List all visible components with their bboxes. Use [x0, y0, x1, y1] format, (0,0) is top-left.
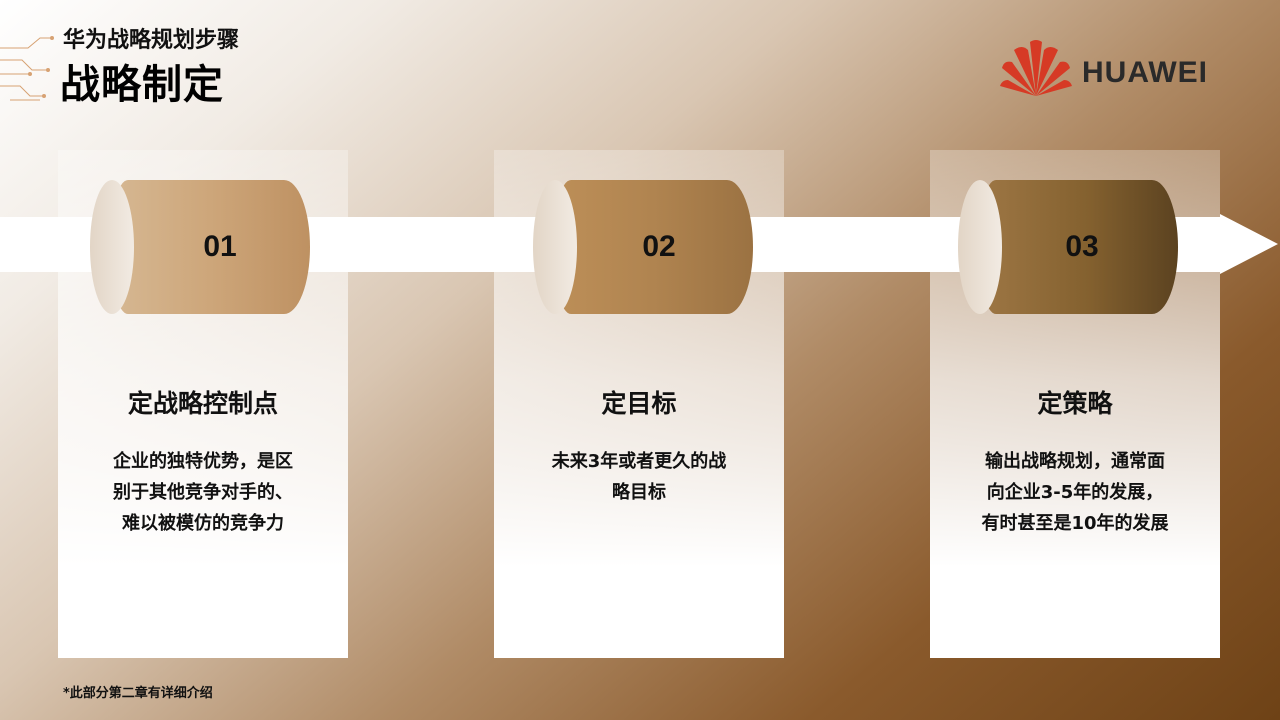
step-description-line: 略目标 — [612, 482, 666, 503]
step-title-2: 定目标 — [601, 389, 677, 418]
step-description-3: 输出战略规划，通常面 向企业3-5年的发展， 有时甚至是10年的发展 — [930, 446, 1220, 539]
step-description-2: 未来3年或者更久的战 略目标 — [494, 446, 784, 508]
step-title-1: 定战略控制点 — [127, 389, 278, 418]
huawei-logo-text: HUAWEI — [1082, 56, 1208, 89]
step-number-3: 03 — [1065, 230, 1099, 263]
page-subtitle: 华为战略规划步骤 — [63, 28, 240, 53]
step-description-line: 难以被模仿的竞争力 — [122, 513, 284, 534]
footnote: *此部分第二章有详细介绍 — [63, 686, 213, 701]
step-cylinder-3 — [958, 180, 1178, 314]
step-number-1: 01 — [203, 230, 237, 263]
circuit-lines-decoration — [0, 36, 54, 101]
huawei-petal-icon — [1000, 40, 1072, 96]
step-description-line: 企业的独特优势，是区 — [113, 451, 293, 472]
step-description-line: 未来3年或者更久的战 — [551, 451, 727, 472]
step-cylinder-2 — [533, 180, 753, 314]
step-title-3: 定策略 — [1037, 389, 1113, 418]
step-number-2: 02 — [642, 230, 676, 263]
step-description-1: 企业的独特优势，是区 别于其他竞争对手的、 难以被模仿的竞争力 — [58, 446, 348, 539]
step-cylinder-1 — [90, 180, 310, 314]
step-description-line: 别于其他竞争对手的、 — [113, 482, 293, 503]
page-title: 战略制定 — [60, 62, 224, 108]
step-description-line: 有时甚至是10年的发展 — [981, 513, 1169, 534]
step-description-line: 输出战略规划，通常面 — [985, 451, 1165, 472]
huawei-logo: HUAWEI — [1000, 40, 1225, 100]
step-description-line: 向企业3-5年的发展， — [986, 482, 1164, 503]
